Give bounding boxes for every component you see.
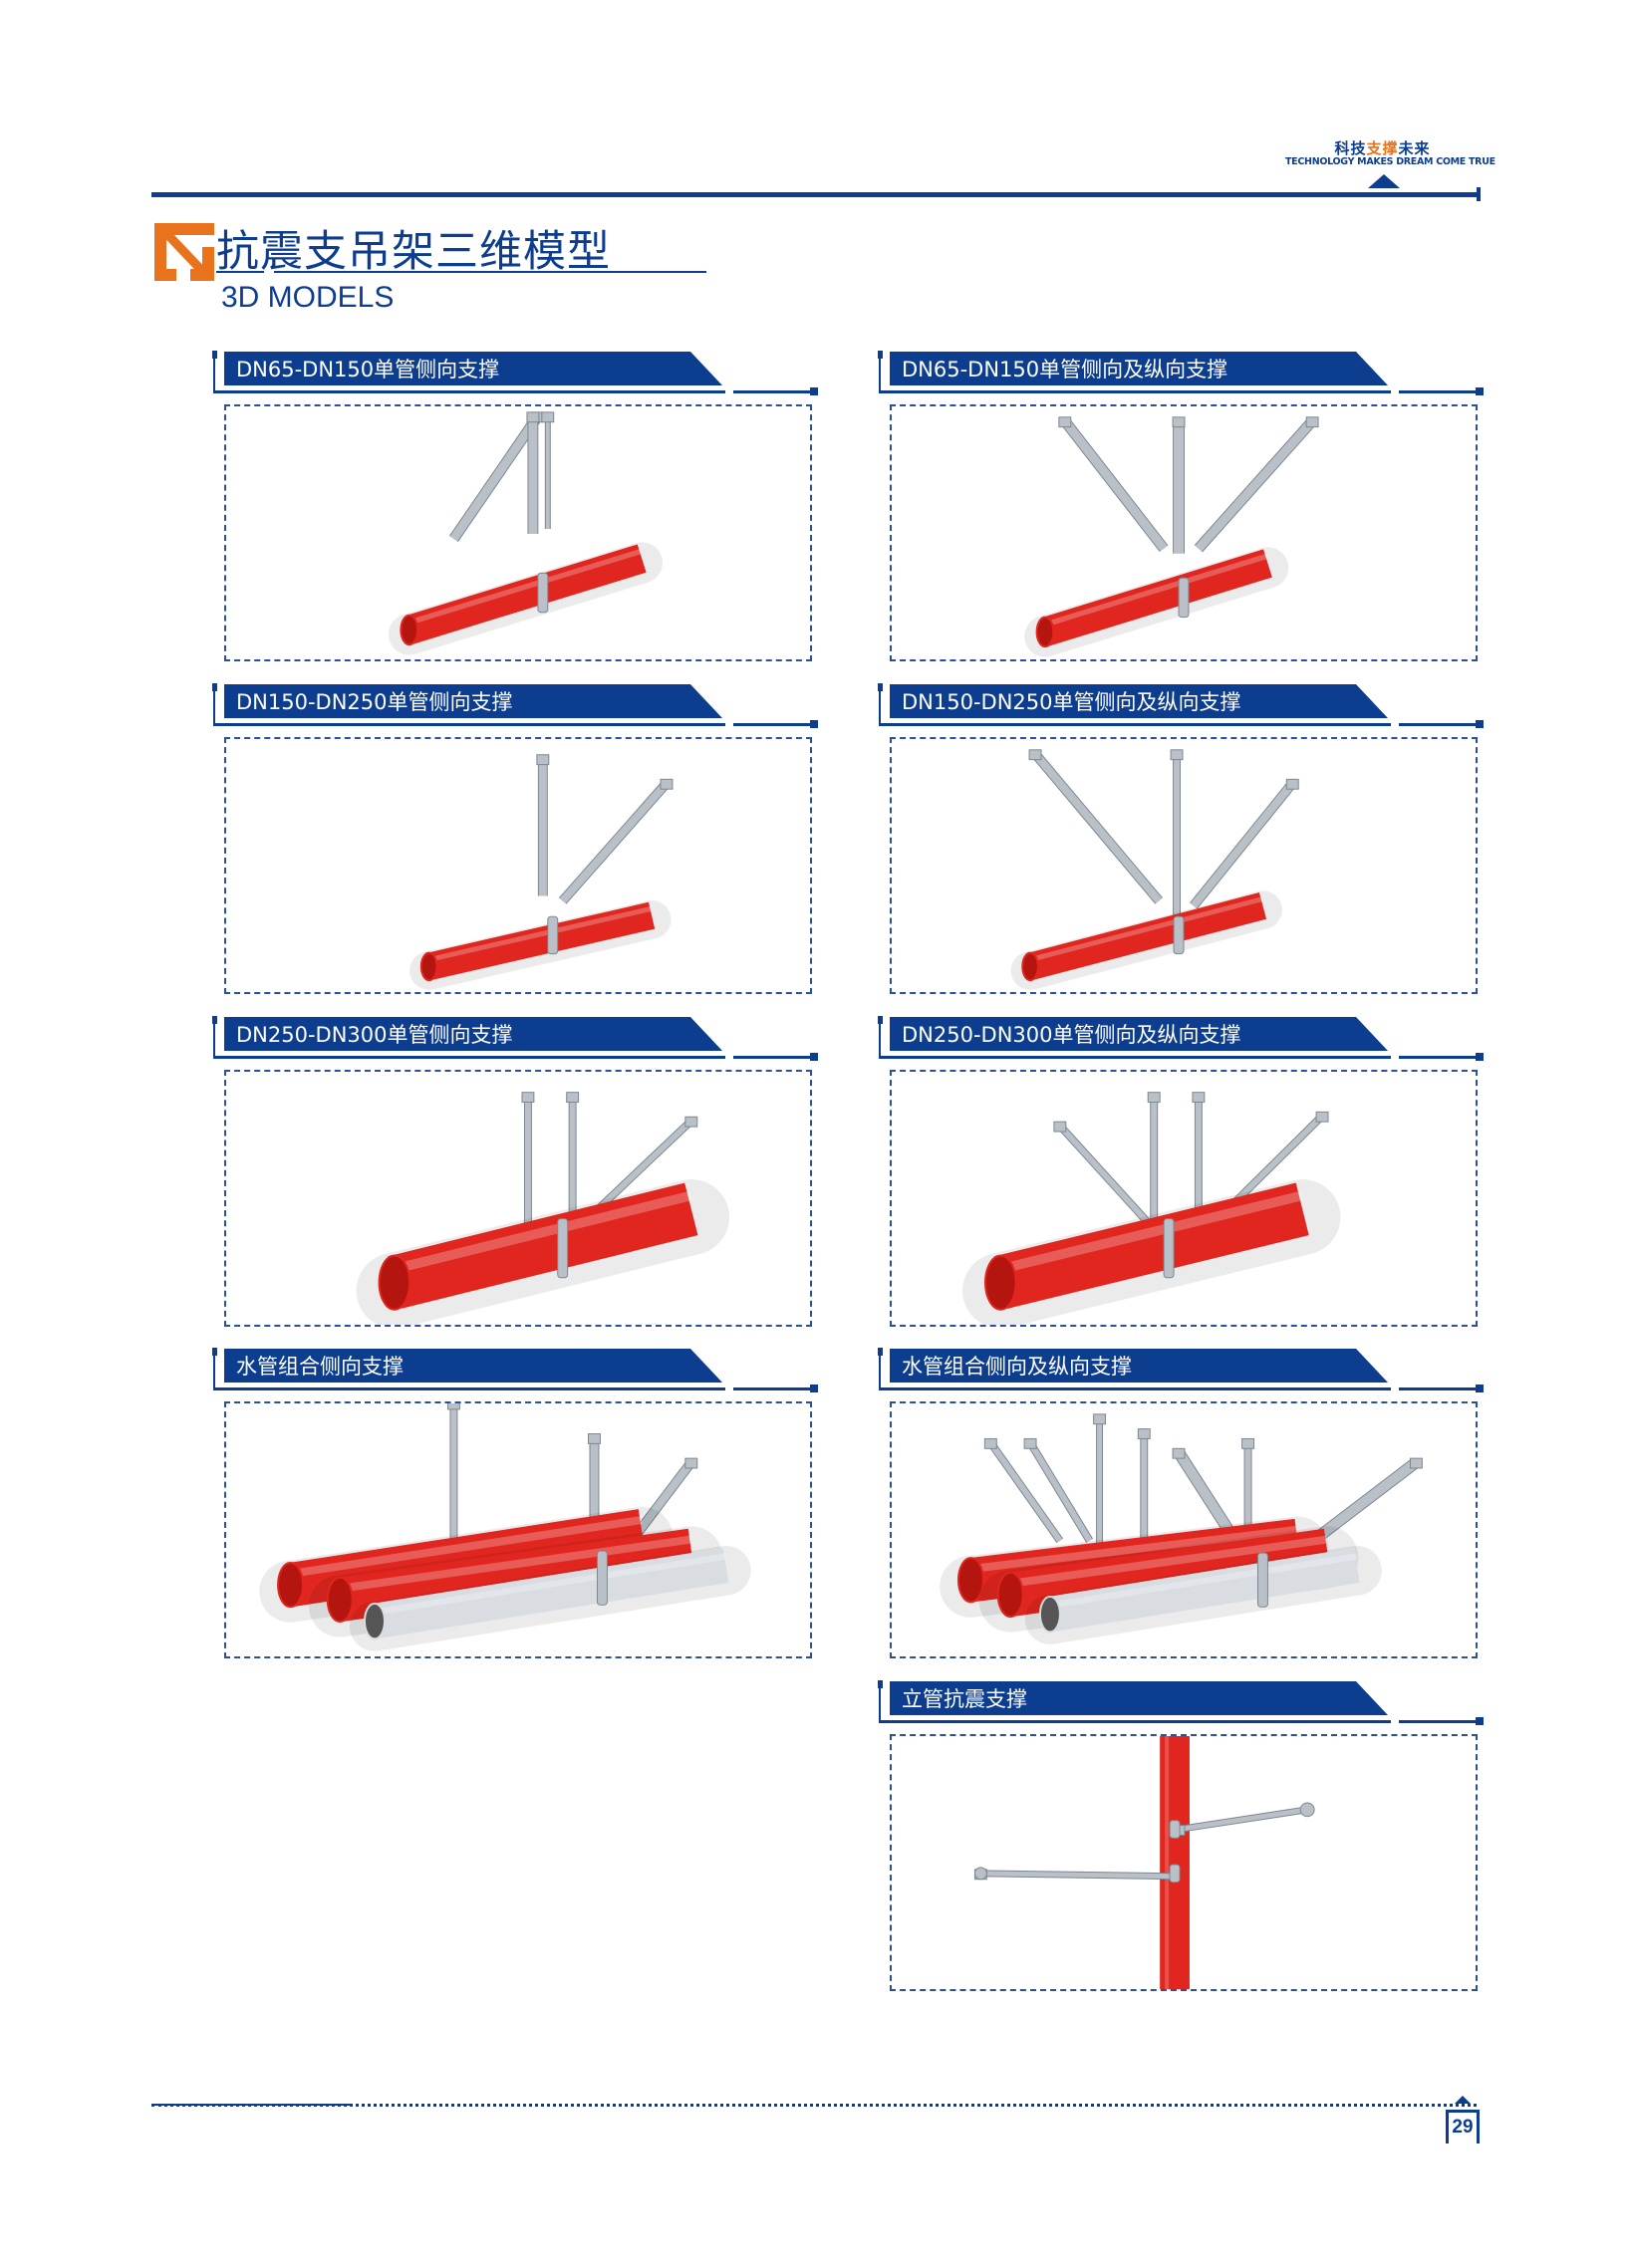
section-logo-icon	[154, 223, 214, 281]
triangle-marker-icon	[1368, 174, 1400, 188]
panel-heading: 水管组合侧向及纵向支撑	[878, 1348, 1495, 1397]
footer-divider-solid	[151, 2104, 351, 2106]
model-image-frame	[224, 1070, 812, 1327]
support-bracket-model-image	[962, 1092, 1341, 1325]
heading-banner	[878, 351, 1484, 395]
header-divider	[151, 192, 1481, 197]
model-panel: 立管抗震支撑	[878, 1680, 1495, 1999]
page-title: 抗震支吊架三维模型	[216, 227, 611, 277]
tagline-cn-part1: 科技	[1334, 139, 1367, 157]
model-panel: DN65-DN150单管侧向及纵向支撑	[878, 351, 1495, 669]
support-bracket-model-image	[973, 1736, 1315, 1989]
panel-title: DN150-DN250单管侧向支撑	[236, 690, 513, 714]
panel-title: DN250-DN300单管侧向支撑	[236, 1023, 513, 1047]
heading-banner	[878, 1680, 1484, 1725]
footer-divider	[151, 2104, 1477, 2107]
panel-title: 水管组合侧向及纵向支撑	[902, 1355, 1132, 1379]
model-image-frame	[224, 404, 812, 661]
panel-title: DN150-DN250单管侧向及纵向支撑	[902, 690, 1241, 714]
heading-banner	[212, 1016, 818, 1061]
model-panel: DN150-DN250单管侧向及纵向支撑	[878, 683, 1495, 1002]
panel-title: 水管组合侧向支撑	[236, 1355, 404, 1379]
support-bracket-model-image	[259, 1403, 751, 1651]
support-bracket-model-image	[388, 411, 664, 655]
model-image-frame	[890, 737, 1478, 994]
page-marker-icon	[1455, 2096, 1471, 2104]
heading-banner	[212, 351, 818, 395]
panel-heading: DN65-DN150单管侧向及纵向支撑	[878, 351, 1495, 400]
model-panel: 水管组合侧向支撑	[212, 1348, 830, 1666]
tagline-en: TECHNOLOGY MAKES DREAM COME TRUE	[1285, 156, 1495, 167]
model-image-frame	[890, 1070, 1478, 1327]
panel-title: DN65-DN150单管侧向支撑	[236, 358, 500, 381]
tagline-cn: 科技支撑未来	[1285, 137, 1480, 158]
heading-banner	[878, 1348, 1484, 1392]
panel-title: DN65-DN150单管侧向及纵向支撑	[902, 358, 1228, 381]
page-number: 29	[1446, 2110, 1480, 2143]
heading-banner	[212, 683, 818, 728]
model-panel: 水管组合侧向及纵向支撑	[878, 1348, 1495, 1666]
panel-heading: 水管组合侧向支撑	[212, 1348, 830, 1397]
model-image-frame	[890, 1734, 1478, 1991]
support-bracket-model-image	[940, 1413, 1423, 1644]
model-panel: DN250-DN300单管侧向支撑	[212, 1016, 830, 1335]
panel-title: DN250-DN300单管侧向及纵向支撑	[902, 1023, 1241, 1047]
heading-banner	[878, 683, 1484, 728]
title-underline	[216, 271, 264, 273]
heading-banner	[878, 1016, 1484, 1061]
panel-heading: DN150-DN250单管侧向支撑	[212, 683, 830, 733]
tagline-cn-highlight: 支撑	[1366, 139, 1399, 157]
heading-banner	[212, 1348, 818, 1392]
model-panel: DN150-DN250单管侧向支撑	[212, 683, 830, 1002]
panel-heading: DN65-DN150单管侧向支撑	[212, 351, 830, 400]
panel-heading: DN250-DN300单管侧向及纵向支撑	[878, 1016, 1495, 1066]
panel-heading: 立管抗震支撑	[878, 1680, 1495, 1730]
model-panel: DN65-DN150单管侧向支撑	[212, 351, 830, 669]
model-image-frame	[890, 1401, 1478, 1658]
page-subtitle: 3D MODELS	[221, 281, 395, 314]
model-image-frame	[224, 737, 812, 994]
support-bracket-model-image	[1024, 416, 1319, 657]
support-bracket-model-image	[1010, 749, 1299, 990]
model-panel: DN250-DN300单管侧向及纵向支撑	[878, 1016, 1495, 1335]
panel-heading: DN150-DN250单管侧向及纵向支撑	[878, 683, 1495, 733]
panel-title: 立管抗震支撑	[902, 1687, 1027, 1711]
model-image-frame	[224, 1401, 812, 1658]
header-divider-end	[1477, 187, 1481, 201]
support-bracket-model-image	[409, 754, 674, 990]
support-bracket-model-image	[356, 1092, 730, 1325]
panel-heading: DN250-DN300单管侧向支撑	[212, 1016, 830, 1066]
tagline-cn-part2: 未来	[1398, 139, 1431, 157]
title-underline	[274, 271, 706, 273]
model-image-frame	[890, 404, 1478, 661]
